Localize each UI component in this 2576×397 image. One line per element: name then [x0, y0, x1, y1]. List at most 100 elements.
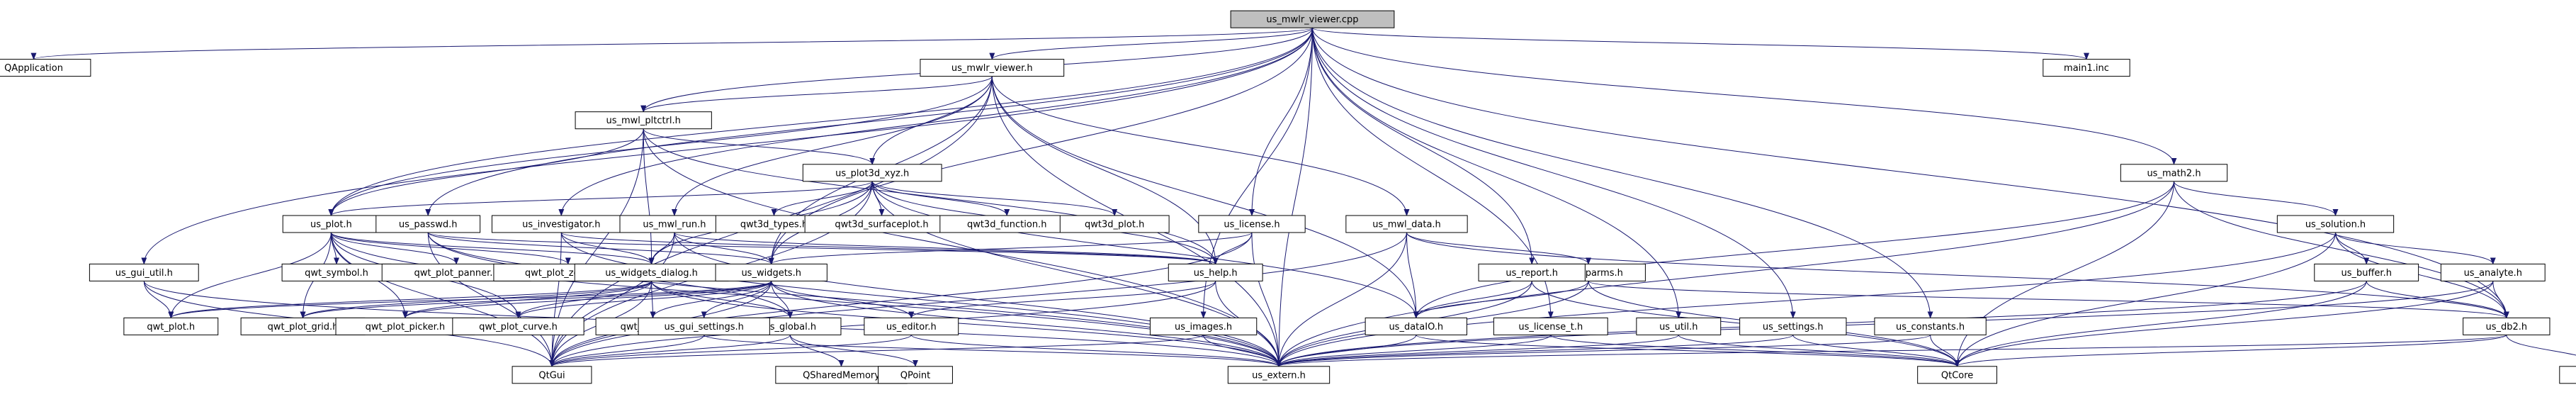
edge-plot_h-to-qwt_plot_zoomer_h — [330, 232, 571, 265]
edge-root-to-qapplication — [31, 27, 1313, 60]
edge-widgets_h-to-global_h — [771, 281, 793, 319]
node-db2-h[interactable]: us_db2.h — [2463, 317, 2550, 335]
edge-widgets_dialog_h-to-qwt_counter_h — [650, 281, 656, 319]
edge-mwlr_viewer_h-to-plot_h — [328, 76, 993, 216]
node-plot3d-xyz-h[interactable]: us_plot3d_xyz.h — [802, 164, 942, 182]
edge-mwl_pltctrl_h-to-plot3d_xyz_h — [643, 128, 876, 165]
node-report-h[interactable]: us_report.h — [1478, 263, 1586, 281]
edge-layer — [31, 27, 2576, 367]
node-util-h[interactable]: us_util.h — [1636, 317, 1722, 335]
node-qwt-symbol-h: qwt_symbol.h — [281, 263, 392, 281]
node-box — [1478, 263, 1586, 281]
node-label: qwt_plot_picker.h — [366, 322, 446, 332]
edge-widgets_h-to-qwt_plot_picker_h — [402, 280, 772, 319]
node-gui-util-h[interactable]: us_gui_util.h — [89, 263, 199, 281]
edge-solution_h-to-db2_h — [2335, 232, 2509, 319]
node-label: us_solution.h — [2305, 220, 2366, 230]
node-box — [1345, 215, 1468, 233]
node-license-t-h[interactable]: us_license_t.h — [1493, 317, 1608, 335]
edge-util_h-to-extern_h — [1276, 334, 1679, 367]
node-mwl-data-h[interactable]: us_mwl_data.h — [1345, 215, 1468, 233]
edge-widgets_h-to-qwt_plot_curve_h — [515, 281, 772, 319]
node-box — [89, 263, 199, 281]
edge-util_h-to-qtcore — [1678, 334, 1960, 367]
node-label: us_util.h — [1659, 322, 1697, 332]
edge-root-to-report_h — [1312, 28, 1535, 265]
node-box — [1874, 317, 1987, 335]
edge-global_h-to-qtgui — [549, 334, 791, 367]
edge-widgets_dialog_h-to-global_h — [651, 281, 793, 319]
edge-math2_h-to-solution_h — [2174, 181, 2339, 216]
edge-mwl_data_h-to-extern_h — [1276, 232, 1407, 367]
node-analyte-h[interactable]: us_analyte.h — [2440, 263, 2546, 281]
node-math2-h[interactable]: us_math2.h — [2120, 164, 2228, 182]
node-mwl-run-h[interactable]: us_mwl_run.h — [619, 215, 730, 233]
edge-root-to-math2_h — [1312, 28, 2177, 165]
node-label: qwt3d_function.h — [967, 220, 1046, 230]
edge-plot3d_xyz_h-to-qwt3d_types_h — [771, 181, 873, 216]
node-box — [878, 366, 953, 384]
edge-investigator_h-to-help_h — [560, 232, 1219, 265]
node-label: qwt_plot_grid.h — [268, 322, 339, 332]
node-box — [2559, 366, 2576, 384]
node-help-h[interactable]: us_help.h — [1168, 263, 1263, 281]
edge-buffer_h-to-db2_h — [2366, 281, 2509, 319]
node-plot-h[interactable]: us_plot.h — [282, 215, 380, 233]
edge-db2_h-to-mysql_h — [2506, 335, 2576, 356]
node-qwt-plot-curve-h: qwt_plot_curve.h — [452, 317, 584, 335]
node-label: qwt3d_plot.h — [1085, 220, 1144, 230]
node-box — [375, 215, 481, 233]
node-label: us_constants.h — [1896, 322, 1965, 332]
node-investigator-h[interactable]: us_investigator.h — [491, 215, 631, 233]
node-widgets-dialog-h[interactable]: us_widgets_dialog.h — [574, 263, 729, 281]
node-dataio-h[interactable]: us_dataIO.h — [1365, 317, 1467, 335]
node-mwlr-viewer-h[interactable]: us_mwlr_viewer.h — [920, 59, 1065, 77]
node-label: qwt_plot_panner.h — [414, 268, 499, 279]
edge-settings_h-to-extern_h — [1276, 334, 1794, 367]
node-box — [2120, 164, 2228, 182]
node-widgets-h[interactable]: us_widgets.h — [715, 263, 827, 281]
node-constants-h[interactable]: us_constants.h — [1874, 317, 1987, 335]
edge-license_h-to-extern_h — [1251, 232, 1282, 367]
node-root[interactable]: us_mwlr_viewer.cpp — [1230, 10, 1395, 28]
edge-analyte_h-to-qtcore — [1954, 281, 2494, 367]
edge-widgets_h-to-qwt_plot_grid_h — [300, 280, 772, 319]
node-box — [575, 111, 712, 130]
node-label: us_buffer.h — [2341, 268, 2391, 279]
edge-mwl_data_h-to-simparms_h — [1406, 232, 1591, 265]
edge-help_h-to-editor_h — [908, 280, 1216, 319]
node-box — [1739, 317, 1847, 335]
edge-root-to-mwlr_viewer_h — [989, 27, 1313, 60]
node-gui-settings-h[interactable]: us_gui_settings.h — [638, 317, 770, 335]
edge-passwd_h-to-extern_h — [427, 232, 1282, 367]
node-box — [1636, 317, 1722, 335]
node-main1-inc[interactable]: main1.inc — [2043, 59, 2130, 77]
node-settings-h[interactable]: us_settings.h — [1739, 317, 1847, 335]
edge-db2_h-to-extern_h — [1276, 334, 2507, 367]
node-label: us_db2.h — [2485, 322, 2527, 332]
node-box — [864, 317, 959, 335]
edge-widgets_h-to-extern_h — [771, 281, 1282, 367]
node-box — [2043, 59, 2130, 77]
node-box — [452, 317, 584, 335]
node-passwd-h[interactable]: us_passwd.h — [375, 215, 481, 233]
node-images-h[interactable]: us_images.h — [1149, 317, 1258, 335]
node-extern-h[interactable]: us_extern.h — [1227, 366, 1331, 384]
node-editor-h[interactable]: us_editor.h — [864, 317, 959, 335]
node-box — [1059, 215, 1170, 233]
edge-plot3d_xyz_h-to-dataio_h — [871, 181, 1419, 319]
node-mwl-pltctrl-h[interactable]: us_mwl_pltctrl.h — [575, 111, 712, 130]
edge-root-to-plot_h — [328, 28, 1313, 216]
edge-math2_h-to-dataio_h — [1413, 181, 2174, 319]
node-solution-h[interactable]: us_solution.h — [2276, 215, 2395, 233]
edge-dataio_h-to-extern_h — [1276, 335, 1417, 367]
edge-plot_h-to-qwt_plot_panner_h — [330, 232, 460, 265]
edge-simparms_h-to-dataio_h — [1413, 281, 1589, 319]
node-license-h[interactable]: us_license.h — [1198, 215, 1306, 233]
node-label: us_mwlr_viewer.h — [951, 63, 1033, 74]
node-label: us_gui_settings.h — [665, 322, 744, 332]
edge-root-to-settings_h — [1312, 28, 1796, 319]
edge-passwd_h-to-widgets_h — [427, 232, 774, 265]
node-buffer-h[interactable]: us_buffer.h — [2314, 263, 2419, 281]
edge-mwl_data_h-to-dataio_h — [1406, 232, 1419, 319]
